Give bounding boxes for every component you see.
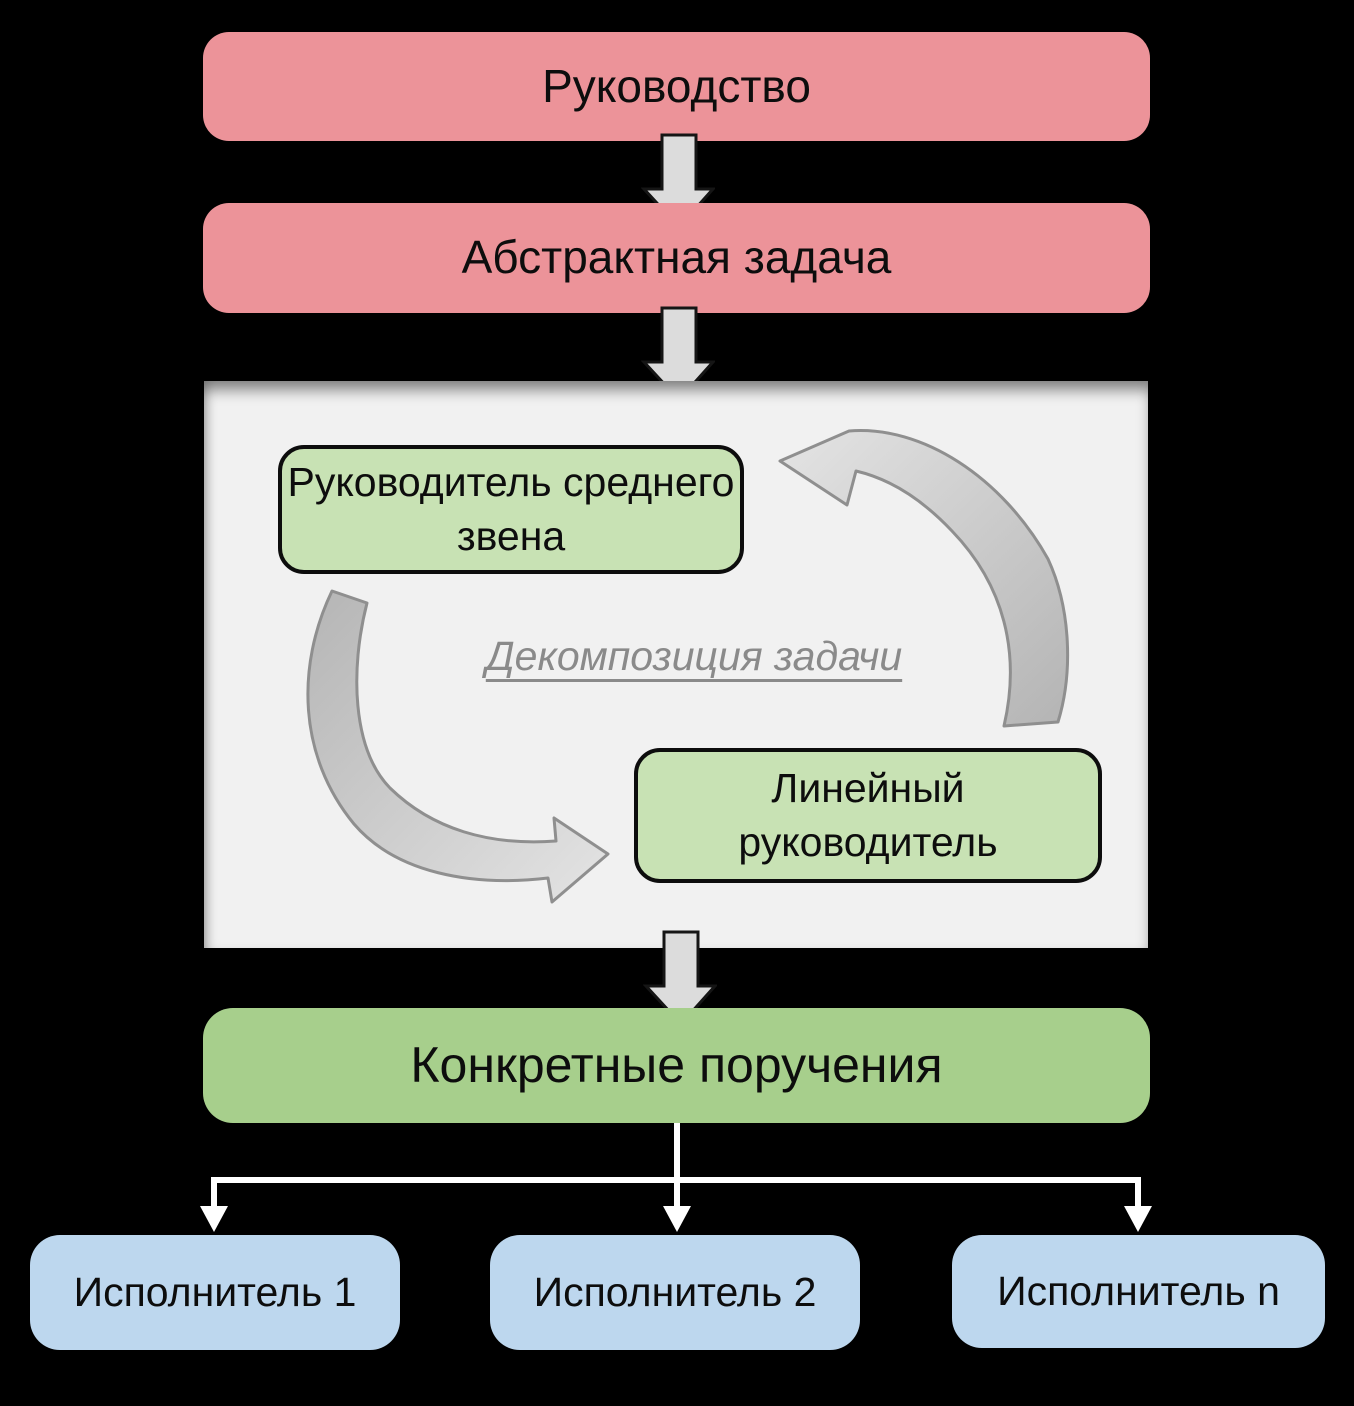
executor-2-label: Исполнитель 2 [533, 1268, 817, 1315]
middle-manager-box: Руководитель среднего звена [278, 445, 744, 574]
executor-n-box: Исполнитель n [952, 1235, 1325, 1348]
abstract-task-label: Абстрактная задача [461, 231, 892, 284]
executor-1-box: Исполнитель 1 [30, 1235, 400, 1350]
curved-arrow-up-left-icon [778, 429, 1070, 728]
down-arrow-icon [643, 930, 717, 1026]
branch-connector [200, 1123, 1152, 1232]
assignments-box: Конкретные поручения [203, 1008, 1150, 1123]
executor-2-box: Исполнитель 2 [490, 1235, 860, 1350]
cycle-arrows [306, 429, 1070, 904]
leadership-box: Руководство [203, 32, 1150, 141]
curved-arrow-down-right-icon [306, 589, 610, 904]
leadership-label: Руководство [542, 59, 811, 112]
executor-n-label: Исполнитель n [997, 1267, 1280, 1314]
branch-connector-arrowheads [200, 1206, 1152, 1232]
cycle-caption: Декомпозиция задачи [485, 633, 903, 679]
middle-manager-label: Руководитель среднего звена [287, 459, 735, 559]
down-arrow-shape [643, 930, 717, 1026]
executor-1-label: Исполнитель 1 [73, 1268, 357, 1315]
abstract-task-box: Абстрактная задача [203, 203, 1150, 313]
assignments-label: Конкретные поручения [410, 1037, 943, 1093]
branch-connector-lines [211, 1123, 1141, 1208]
decomposition-panel: Руководитель среднего звена Декомпозиция… [204, 381, 1148, 948]
line-manager-box: Линейный руководитель [634, 748, 1102, 883]
line-manager-label: Линейный руководитель [738, 765, 998, 865]
